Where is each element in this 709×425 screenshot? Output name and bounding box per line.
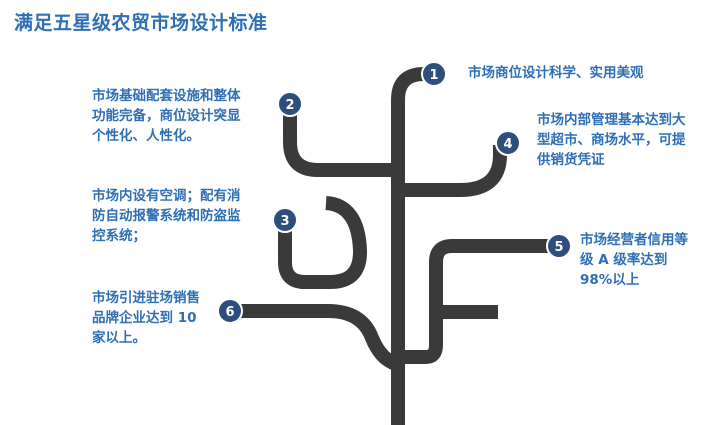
badge-5-circle: [546, 233, 572, 259]
badge-4-number: 4: [503, 137, 512, 152]
item-5-text: 市场经营者信用等 级 A 级率达到 98%以上: [580, 230, 688, 290]
branch-2: [283, 104, 398, 177]
item-6-line-2: 品牌企业达到 10: [92, 310, 197, 326]
item-5-line-2: 级 A 级率达到: [580, 252, 668, 268]
tree-branches: [236, 67, 555, 425]
item-3-line-2: 防自动报警系统和防盗监: [92, 208, 241, 224]
badge-5-number: 5: [554, 240, 563, 255]
badge-2-number: 2: [285, 98, 294, 113]
item-3-line-3: 控系统；: [92, 228, 146, 244]
item-4-line-1: 市场内部管理基本达到大: [537, 112, 686, 128]
item-3-line-1: 市场内设有空调；配有消: [92, 188, 241, 204]
page-title: 满足五星级农贸市场设计标准: [14, 12, 268, 34]
badge-6-circle: [217, 298, 243, 324]
item-4-line-2: 型超市、商场水平，可提: [537, 132, 686, 148]
item-2-line-1: 市场基础配套设施和整体: [92, 88, 241, 104]
item-2-line-3: 个性化、人性化。: [92, 128, 200, 144]
badges: 1 2 3 4 5 6: [217, 61, 572, 324]
item-4-text: 市场内部管理基本达到大 型超市、商场水平，可提 供销货凭证: [537, 110, 686, 170]
item-6-line-1: 市场引进驻场销售: [92, 290, 200, 306]
branch-3: [278, 196, 367, 289]
badge-2: 2: [277, 91, 303, 117]
badge-6: 6: [217, 298, 243, 324]
badge-3-number: 3: [280, 214, 289, 229]
item-6-text: 市场引进驻场销售 品牌企业达到 10 家以上。: [92, 288, 200, 348]
item-1-text: 市场商位设计科学、实用美观: [468, 63, 644, 83]
item-5-line-3: 98%以上: [580, 272, 640, 288]
item-2-text: 市场基础配套设施和整体 功能完备，商位设计突显 个性化、人性化。: [92, 86, 241, 146]
item-3-text: 市场内设有空调；配有消 防自动报警系统和防盗监 控系统；: [92, 186, 241, 246]
item-2-line-2: 功能完备，商位设计突显: [92, 108, 241, 124]
badge-3-circle: [272, 207, 298, 233]
badge-5: 5: [546, 233, 572, 259]
item-4-line-3: 供销货凭证: [537, 152, 605, 168]
badge-3: 3: [272, 207, 298, 233]
item-6-line-3: 家以上。: [92, 330, 146, 346]
badge-1-number: 1: [429, 68, 438, 83]
branch-main-trunk: [391, 67, 434, 425]
branch-6: [236, 304, 402, 372]
item-5-line-1: 市场经营者信用等: [580, 232, 688, 248]
badge-1-circle: [421, 61, 447, 87]
branch-5: [398, 239, 555, 364]
badge-4-circle: [495, 130, 521, 156]
branch-4: [398, 145, 507, 197]
badge-4: 4: [495, 130, 521, 156]
item-1-line-1: 市场商位设计科学、实用美观: [468, 65, 644, 81]
badge-1: 1: [421, 61, 447, 87]
badge-2-circle: [277, 91, 303, 117]
badge-6-number: 6: [225, 305, 234, 320]
